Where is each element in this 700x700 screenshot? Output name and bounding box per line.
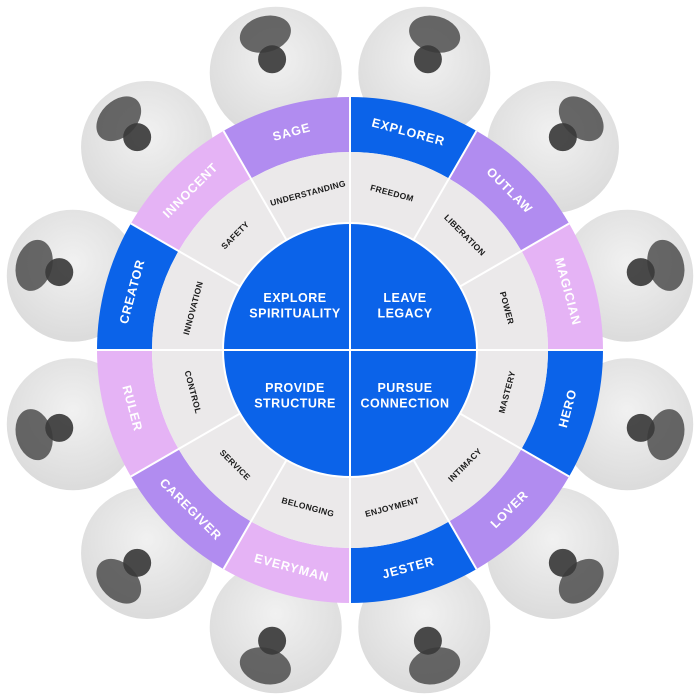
trait-ring [152, 152, 548, 548]
archetype-segment-sage[interactable] [223, 97, 351, 179]
archetype-segment-hero[interactable] [521, 350, 603, 477]
silhouette-body-icon [409, 647, 461, 685]
trait-segment-freedom [350, 152, 449, 241]
silhouette-body-icon [15, 409, 53, 461]
trait-segment-understanding [251, 152, 350, 241]
archetype-ring [97, 97, 603, 603]
archetype-segment-creator[interactable] [97, 223, 179, 351]
trait-segment-belonging [251, 459, 350, 548]
silhouette-body-icon [558, 96, 604, 142]
silhouette-body-icon [15, 239, 53, 291]
archetype-segment-innocent[interactable] [130, 130, 251, 251]
archetype-segment-caregiver[interactable] [130, 449, 251, 570]
trait-segment-innovation [152, 251, 241, 350]
silhouette-body-icon [647, 409, 685, 461]
archetype-segment-jester[interactable] [350, 521, 477, 603]
trait-segment-power [459, 251, 548, 350]
archetype-segment-explorer[interactable] [350, 97, 477, 179]
archetype-segment-magician[interactable] [521, 223, 603, 351]
trait-segment-enjoyment [350, 459, 449, 548]
silhouette-body-icon [647, 239, 685, 291]
divider-lines [97, 97, 603, 603]
archetype-segment-lover[interactable] [449, 449, 570, 570]
silhouette-body-icon [96, 558, 142, 604]
silhouette-body-icon [239, 647, 291, 685]
silhouette-body-icon [558, 558, 604, 604]
trait-segment-mastery [459, 350, 548, 449]
trait-segment-control [152, 350, 241, 449]
silhouette-body-icon [239, 15, 291, 53]
silhouette-body-icon [96, 96, 142, 142]
silhouette-body-icon [409, 15, 461, 53]
archetype-segment-everyman[interactable] [223, 521, 351, 603]
archetype-segment-outlaw[interactable] [449, 130, 570, 251]
archetype-segment-ruler[interactable] [97, 350, 179, 477]
